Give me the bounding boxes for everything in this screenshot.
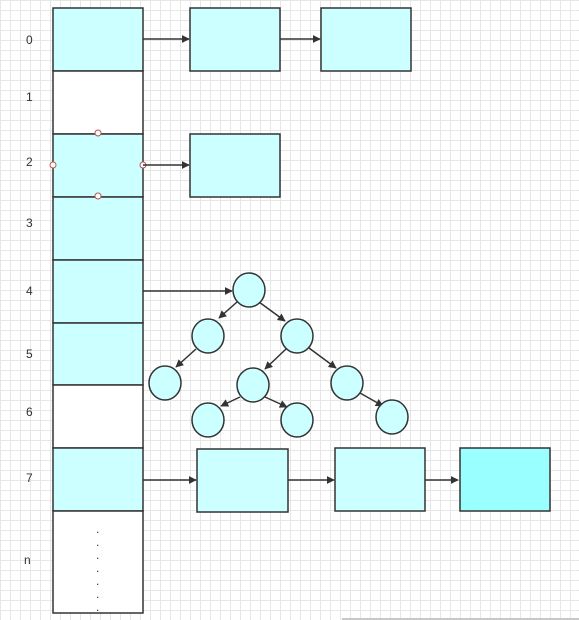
bucket-label-1: 1 — [26, 90, 33, 104]
tree-edge — [175, 348, 197, 368]
bucket-label-4: 4 — [26, 284, 33, 298]
tree-node[interactable] — [280, 318, 314, 354]
tree-edge — [258, 301, 286, 322]
tree-node[interactable] — [191, 318, 225, 354]
selection-handles[interactable] — [49, 129, 147, 200]
bucket-cell-7[interactable] — [52, 447, 144, 512]
tree-edge — [264, 348, 287, 370]
bucket-label-6: 6 — [26, 405, 33, 419]
bucket-cell-5[interactable] — [52, 322, 144, 386]
continuation-dot: . — [96, 600, 99, 614]
resize-handle-left[interactable] — [49, 161, 57, 169]
tree-node[interactable] — [330, 365, 364, 401]
tree-node[interactable] — [375, 399, 409, 435]
chain-node[interactable] — [189, 7, 281, 72]
continuation-dot: . — [96, 587, 99, 601]
bucket-array — [52, 7, 144, 614]
chain-node[interactable] — [320, 7, 412, 72]
bucket-label-n: n — [24, 553, 31, 567]
tree-node[interactable] — [148, 365, 182, 401]
bucket-cell-0[interactable] — [52, 7, 144, 72]
continuation-dot: . — [96, 522, 99, 536]
bucket-label-0: 0 — [26, 33, 33, 47]
chain-bucket-7 — [143, 447, 551, 513]
tree-edge — [308, 347, 337, 369]
bucket-cell-n[interactable] — [52, 510, 144, 614]
chain-node[interactable] — [189, 133, 281, 198]
resize-handle-bottom[interactable] — [94, 192, 102, 200]
bucket-label-7: 7 — [26, 471, 33, 485]
continuation-dots: . . . . . . . — [96, 522, 99, 614]
bucket-cell-6[interactable] — [52, 384, 144, 449]
continuation-dot: . — [96, 535, 99, 549]
chain-node-highlighted[interactable] — [459, 447, 551, 512]
bucket-cell-3[interactable] — [52, 196, 144, 261]
tree-edge — [264, 396, 288, 408]
bucket-label-3: 3 — [26, 216, 33, 230]
continuation-dot: . — [96, 548, 99, 562]
tree-bucket-4 — [143, 272, 409, 438]
tree-node[interactable] — [280, 402, 314, 438]
continuation-dot: . — [96, 574, 99, 588]
tree-edge — [220, 396, 241, 407]
bucket-cell-2[interactable] — [52, 133, 144, 198]
chain-node[interactable] — [334, 447, 426, 512]
continuation-dot: . — [96, 561, 99, 575]
chain-node[interactable] — [196, 448, 289, 513]
chain-bucket-2 — [143, 133, 281, 198]
bucket-label-2: 2 — [26, 155, 33, 169]
bucket-cell-4[interactable] — [52, 259, 144, 324]
chain-bucket-0 — [143, 7, 412, 72]
bucket-label-5: 5 — [26, 347, 33, 361]
bucket-cell-1[interactable] — [52, 70, 144, 135]
tree-node[interactable] — [191, 402, 225, 438]
resize-handle-top[interactable] — [94, 129, 102, 137]
tree-edge — [218, 301, 238, 319]
tree-node[interactable] — [232, 272, 266, 308]
tree-node[interactable] — [236, 367, 270, 403]
tree-edge — [359, 392, 384, 407]
